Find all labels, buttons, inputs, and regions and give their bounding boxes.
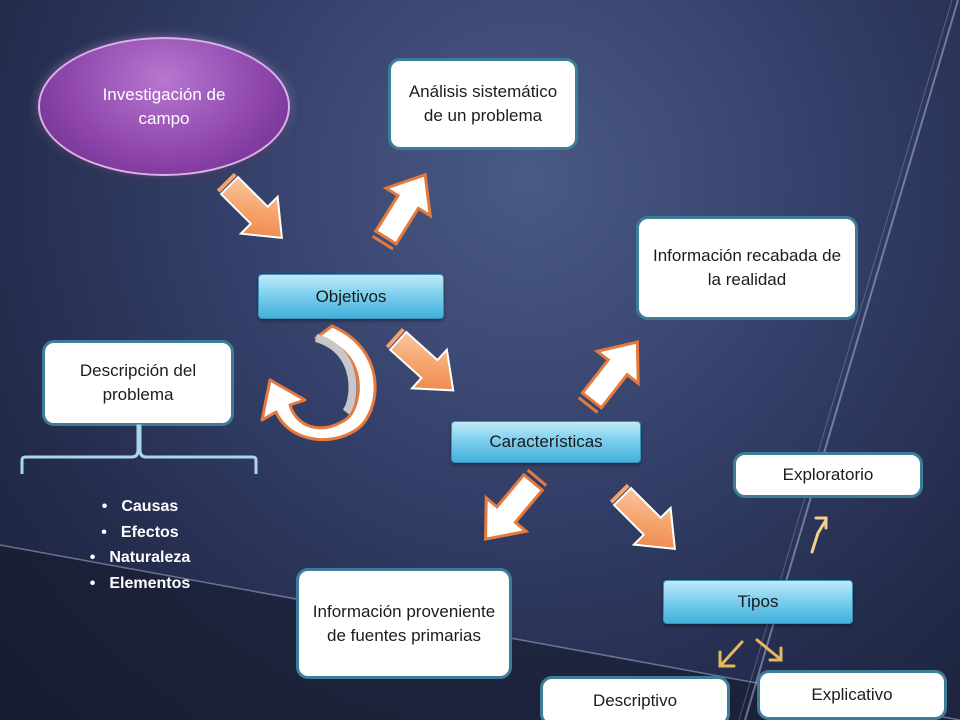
- descripcion-bullet-list: Causas Efectos Naturaleza Elementos: [40, 494, 240, 596]
- node-objetivos-label: Objetivos: [315, 286, 387, 306]
- arrow-objetivos-to-descripcion: [260, 324, 377, 442]
- bullet-item: Naturaleza: [40, 545, 240, 571]
- arrow-tipos-to-exploratorio: [810, 516, 828, 554]
- node-explicativo-label: Explicativo: [811, 685, 893, 704]
- node-objetivos: Objetivos: [258, 274, 444, 319]
- node-caracteristicas: Características: [451, 421, 641, 463]
- node-informacion-realidad: Información recabada de la realidad: [636, 216, 858, 320]
- node-analisis: Análisis sistemático de un problema: [388, 58, 578, 150]
- root-node-investigacion: Investigación de campo: [38, 37, 290, 176]
- arrow-caracteristicas-to-tipos: [603, 477, 695, 569]
- node-informacion-primarias: Información proveniente de fuentes prima…: [296, 568, 512, 679]
- node-explicativo: Explicativo: [757, 670, 947, 720]
- node-informacion-primarias-label: Información proveniente de fuentes prima…: [312, 601, 496, 645]
- arrow-caracteristicas-to-realidad: [569, 324, 660, 418]
- arrow-tipos-to-explicativo: [755, 638, 783, 662]
- brace: [20, 424, 258, 474]
- node-descripcion: Descripción del problema: [42, 340, 234, 426]
- node-descriptivo: Descriptivo: [540, 676, 730, 720]
- node-caracteristicas-label: Características: [489, 432, 603, 451]
- arrow-caracteristicas-to-primarias: [464, 464, 555, 558]
- node-tipos: Tipos: [663, 580, 853, 624]
- arrow-tipos-to-descriptivo: [718, 640, 744, 668]
- node-descriptivo-label: Descriptivo: [592, 691, 678, 710]
- node-tipos-label: Tipos: [737, 592, 779, 611]
- arrow-objetivos-to-analisis: [362, 159, 449, 253]
- node-exploratorio-label: Exploratorio: [782, 465, 874, 484]
- bullet-item: Causas: [40, 494, 240, 520]
- node-analisis-label: Análisis sistemático de un problema: [408, 82, 558, 125]
- node-informacion-realidad-label: Información recabada de la realidad: [652, 246, 842, 289]
- bullet-item: Elementos: [40, 571, 240, 597]
- root-node-label: Investigación de campo: [102, 84, 226, 128]
- arrow-objetivos-to-caracteristicas: [379, 320, 472, 411]
- node-descripcion-label: Descripción del problema: [79, 361, 197, 404]
- arrow-root-to-objetivos: [210, 166, 302, 258]
- node-exploratorio: Exploratorio: [733, 452, 923, 498]
- bullet-item: Efectos: [40, 520, 240, 546]
